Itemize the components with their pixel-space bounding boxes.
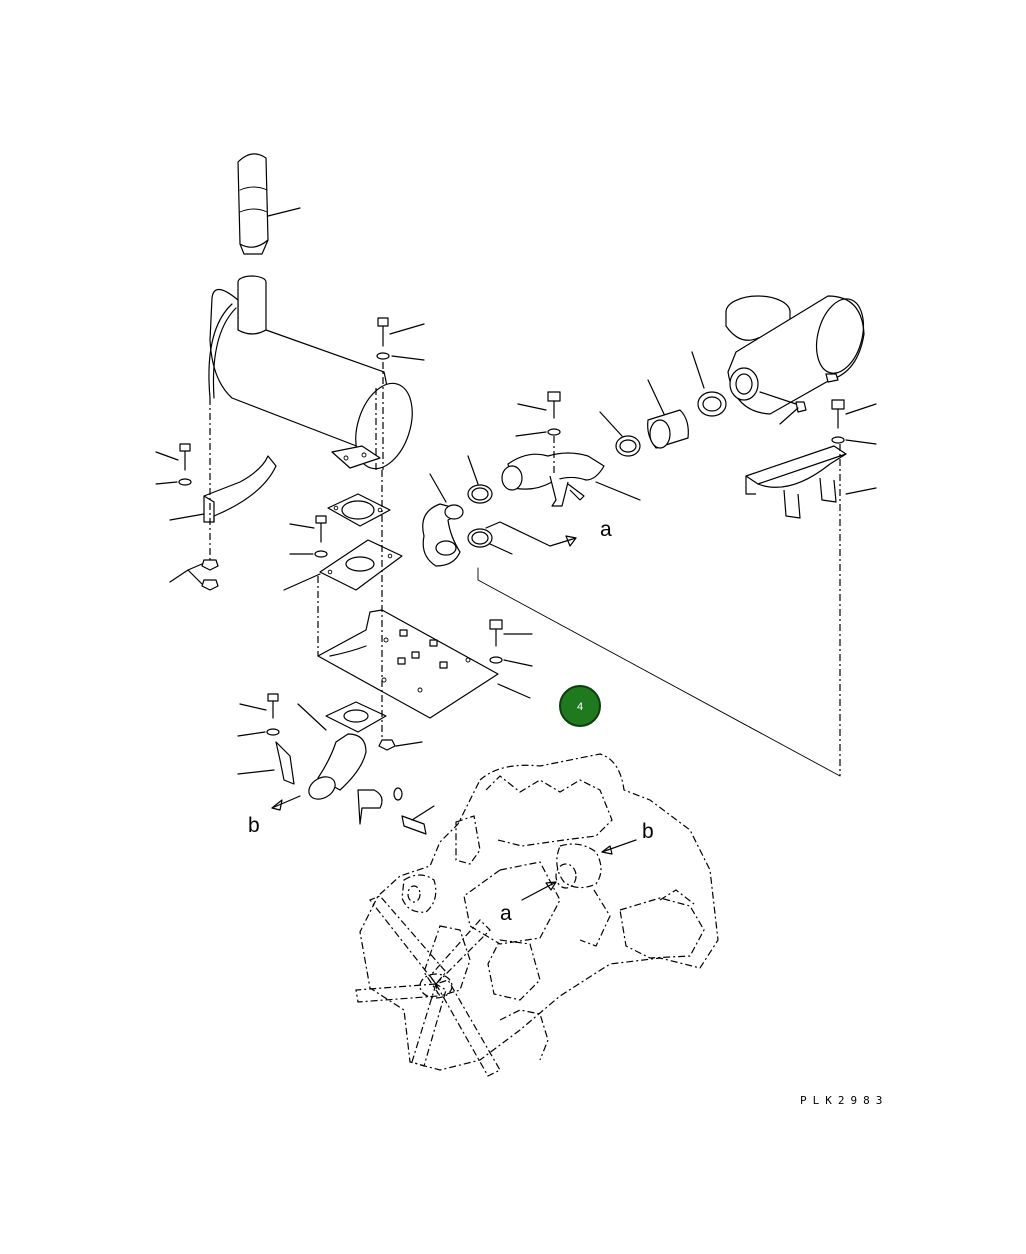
cooling-fan: [355, 895, 501, 1077]
callout-b-left: b: [248, 814, 260, 837]
muffler-bracket-left: [155, 398, 277, 591]
engine-arrow-a: [521, 881, 557, 901]
mounting-plate: [317, 576, 533, 719]
intake-hose-upper: [647, 379, 689, 449]
drawing-code: PLK2983: [800, 1094, 888, 1107]
hose-clamp-upper: [691, 351, 727, 417]
callout-a-engine: a: [500, 902, 512, 925]
tail-pipe: [237, 153, 301, 255]
callout-b-engine: b: [642, 820, 654, 843]
item-marker[interactable]: 4: [559, 685, 601, 727]
item-marker-circle[interactable]: [559, 685, 601, 727]
callout-a-arrow: [485, 521, 577, 547]
engine-assembly: [359, 753, 719, 1071]
exhaust-elbow: [271, 470, 423, 811]
air-cleaner: [725, 295, 865, 425]
callout-a-upper: a: [600, 518, 612, 541]
elbow-bracket: [237, 693, 435, 835]
hose-clamp-middle: [599, 411, 641, 457]
gasket-and-adapter-plate: [283, 493, 403, 591]
item-marker-label: 4: [577, 701, 583, 713]
bolt-upper-center: [376, 317, 425, 470]
muffler: [208, 275, 413, 470]
engine-arrow-b: [601, 839, 637, 855]
intake-hose-lower: [422, 473, 464, 567]
assembly-reference-lines: [477, 567, 841, 777]
hose-clamps-lower: [467, 455, 513, 555]
air-cleaner-bracket: [745, 399, 877, 776]
intake-pipe-main: [501, 391, 641, 507]
